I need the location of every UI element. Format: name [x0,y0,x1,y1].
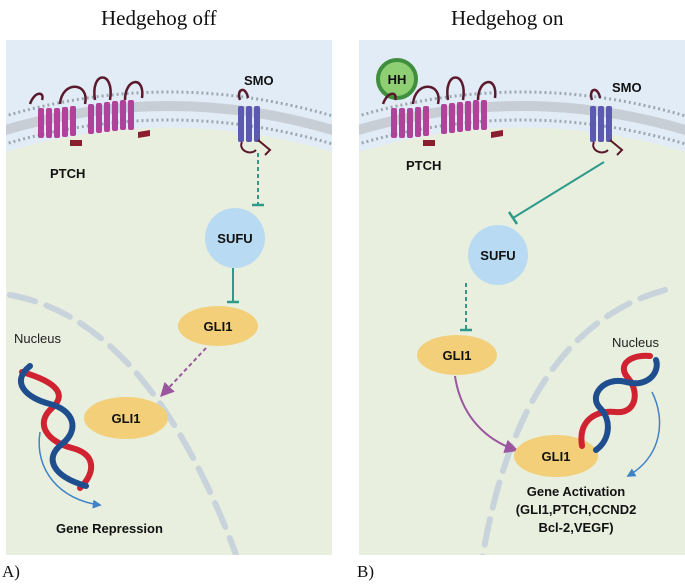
hh-label: HH [388,72,407,87]
sufu-node [205,208,265,268]
ptch-label: PTCH [50,166,85,181]
inhibition-bar [507,211,519,225]
gli1-cytoplasm-node [178,306,258,346]
gene-repression-arrow [38,431,102,509]
panel-b-title: Hedgehog on [451,6,564,30]
sufu-label: SUFU [480,248,515,263]
panel-a: PTCH SMO SUFU GLI1 GLI1 Nucleus [6,40,332,555]
gli1-nucleus-label: GLI1 [542,449,571,464]
smo-label: SMO [244,73,274,88]
gene-activation-label: Gene Activation [527,484,626,499]
membrane-core [6,101,332,136]
gene-repression-label: Gene Repression [56,521,163,536]
nuclear-envelope [479,287,668,555]
gli1-nucleus-label: GLI1 [112,411,141,426]
gli1-cytoplasm-node [417,335,497,375]
smo-label: SMO [612,80,642,95]
gli1-cytoplasm-label: GLI1 [443,348,472,363]
target-genes-line2: Bcl-2,VEGF) [538,520,613,535]
nuclear-envelope [7,292,240,555]
nucleus-label: Nucleus [14,331,61,346]
sufu-node [468,225,528,285]
panel-a-letter: A) [2,562,20,581]
gli1-nucleus-node [84,397,168,439]
ptch-receptor [28,76,150,146]
cytoplasm [6,127,332,555]
hh-ligand [376,58,418,100]
smo-receptor [237,88,272,156]
cytoplasm [359,127,685,555]
sufu-label: SUFU [217,231,252,246]
target-genes-line1: (GLI1,PTCH,CCND2 [516,502,637,517]
membrane-core [359,101,685,136]
panel-b-letter: B) [357,562,374,581]
dna-helix [17,363,95,491]
ptch-label: PTCH [406,158,441,173]
gli1-translocation-arrow [160,347,207,398]
panel-b: HH PTCH [359,40,685,555]
dna-helix [578,352,660,453]
smo-inhibits-sufu-arrow [512,161,605,219]
panel-a-title: Hedgehog off [101,6,217,30]
gene-activation-arrow [626,391,661,477]
nucleus-label: Nucleus [612,335,659,350]
gli1-translocation-arrow [454,375,519,454]
gli1-cytoplasm-label: GLI1 [204,319,233,334]
smo-receptor [589,88,624,156]
gli1-nucleus-node [514,435,598,477]
ptch-receptor [381,76,503,146]
